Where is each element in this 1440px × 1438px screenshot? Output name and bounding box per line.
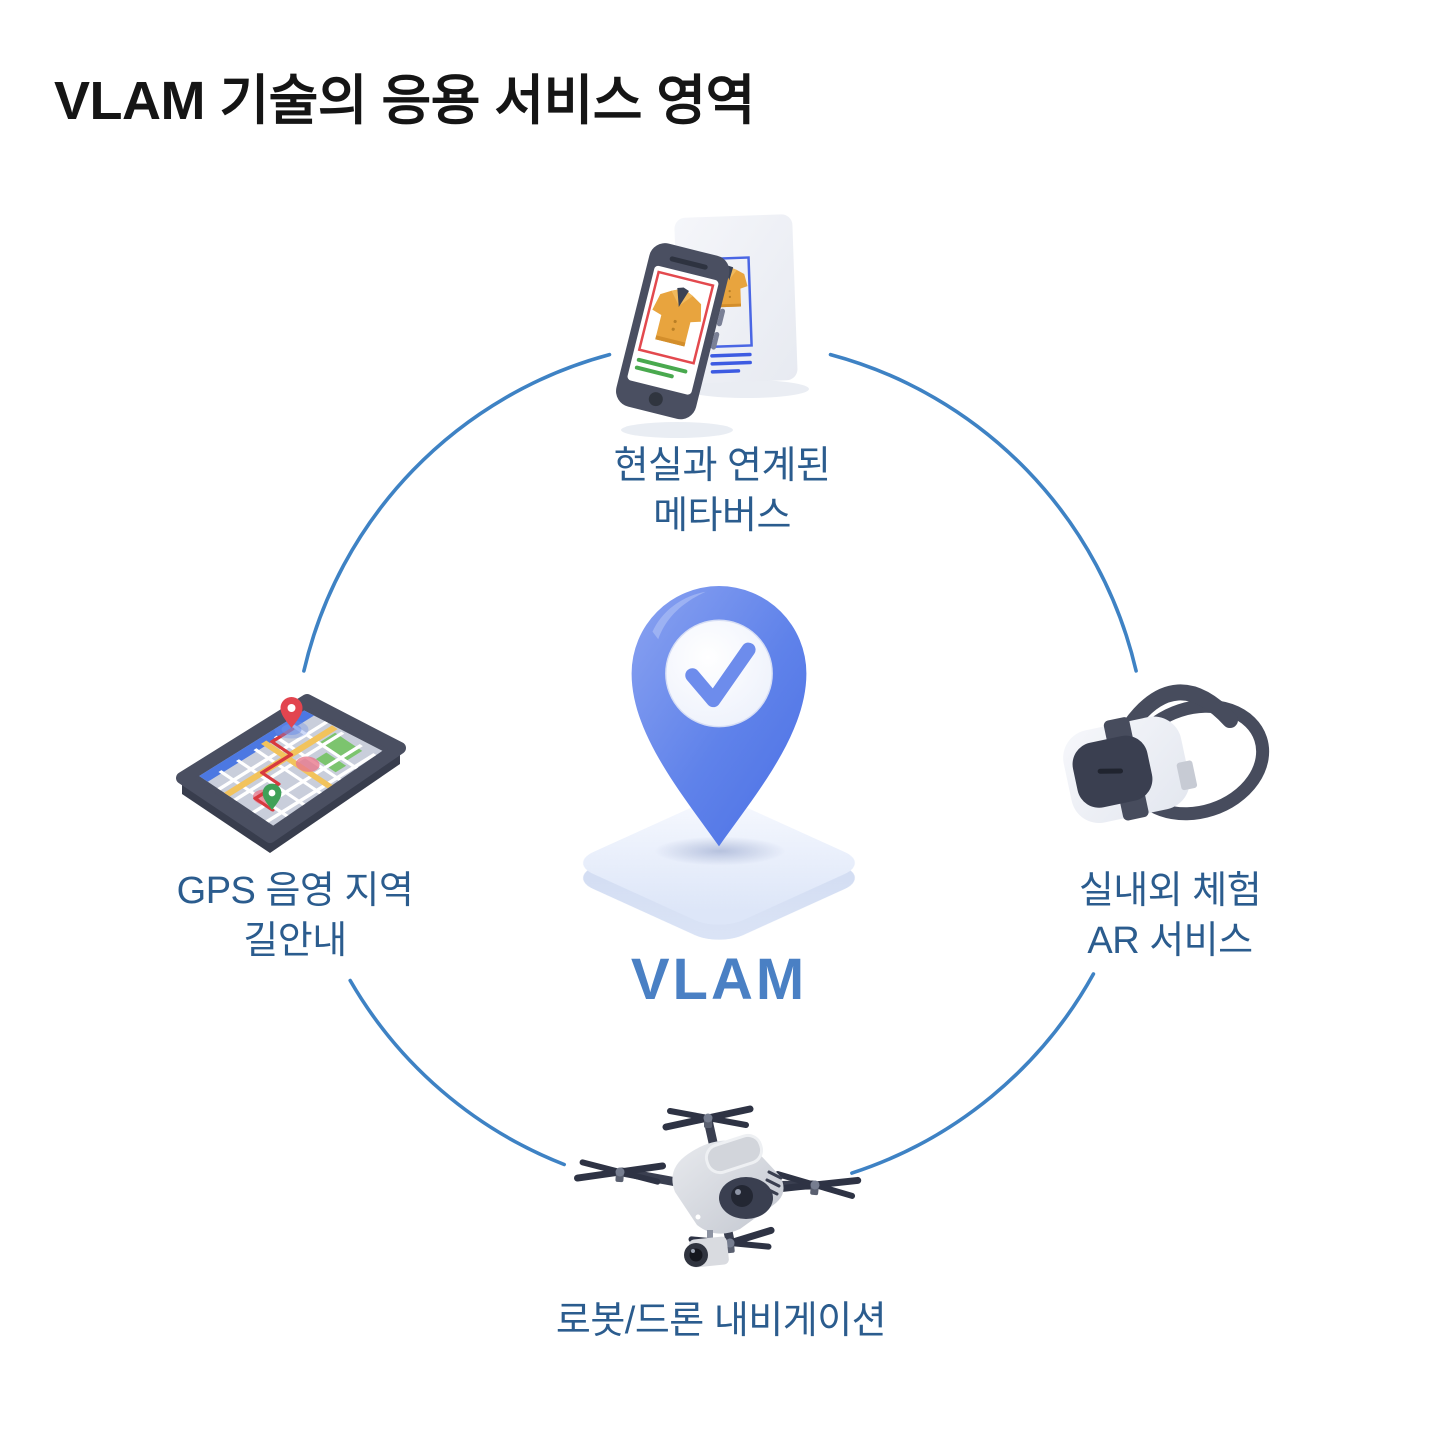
- node-label-metaverse: 현실과 연계된 메타버스: [572, 441, 872, 541]
- label-line: AR 서비스: [1087, 920, 1253, 962]
- arc-bottom-right: [850, 972, 1096, 1175]
- node-label-robot-drone: 로봇/드론 내비게이션: [471, 1296, 971, 1346]
- location-pin-check-icon: [631, 586, 807, 847]
- label-line: 길안내: [243, 920, 347, 962]
- arc-bottom-left: [348, 978, 566, 1167]
- node-label-gps-guidance: GPS 음영 지역 길안내: [145, 866, 445, 966]
- label-line: 로봇/드론 내비게이션: [555, 1300, 887, 1342]
- metaverse-phone-icon: [616, 214, 809, 438]
- label-line: 실내외 체험: [1078, 870, 1262, 912]
- center-label: VLAM: [630, 947, 808, 1012]
- drone-icon: [570, 1082, 870, 1268]
- map-phone-icon: [176, 694, 406, 853]
- node-label-ar-service: 실내외 체험 AR 서비스: [1020, 866, 1320, 966]
- vr-headset-icon: [1063, 684, 1270, 823]
- page-title: VLAM 기술의 응용 서비스 영역: [54, 71, 755, 131]
- metaverse-front-phone: [616, 243, 730, 420]
- label-line: 현실과 연계된: [613, 445, 831, 487]
- label-line: 메타버스: [653, 495, 791, 537]
- label-line: GPS 음영 지역: [176, 870, 414, 912]
- arc-top-right: [828, 352, 1138, 673]
- arc-top-left: [302, 352, 612, 673]
